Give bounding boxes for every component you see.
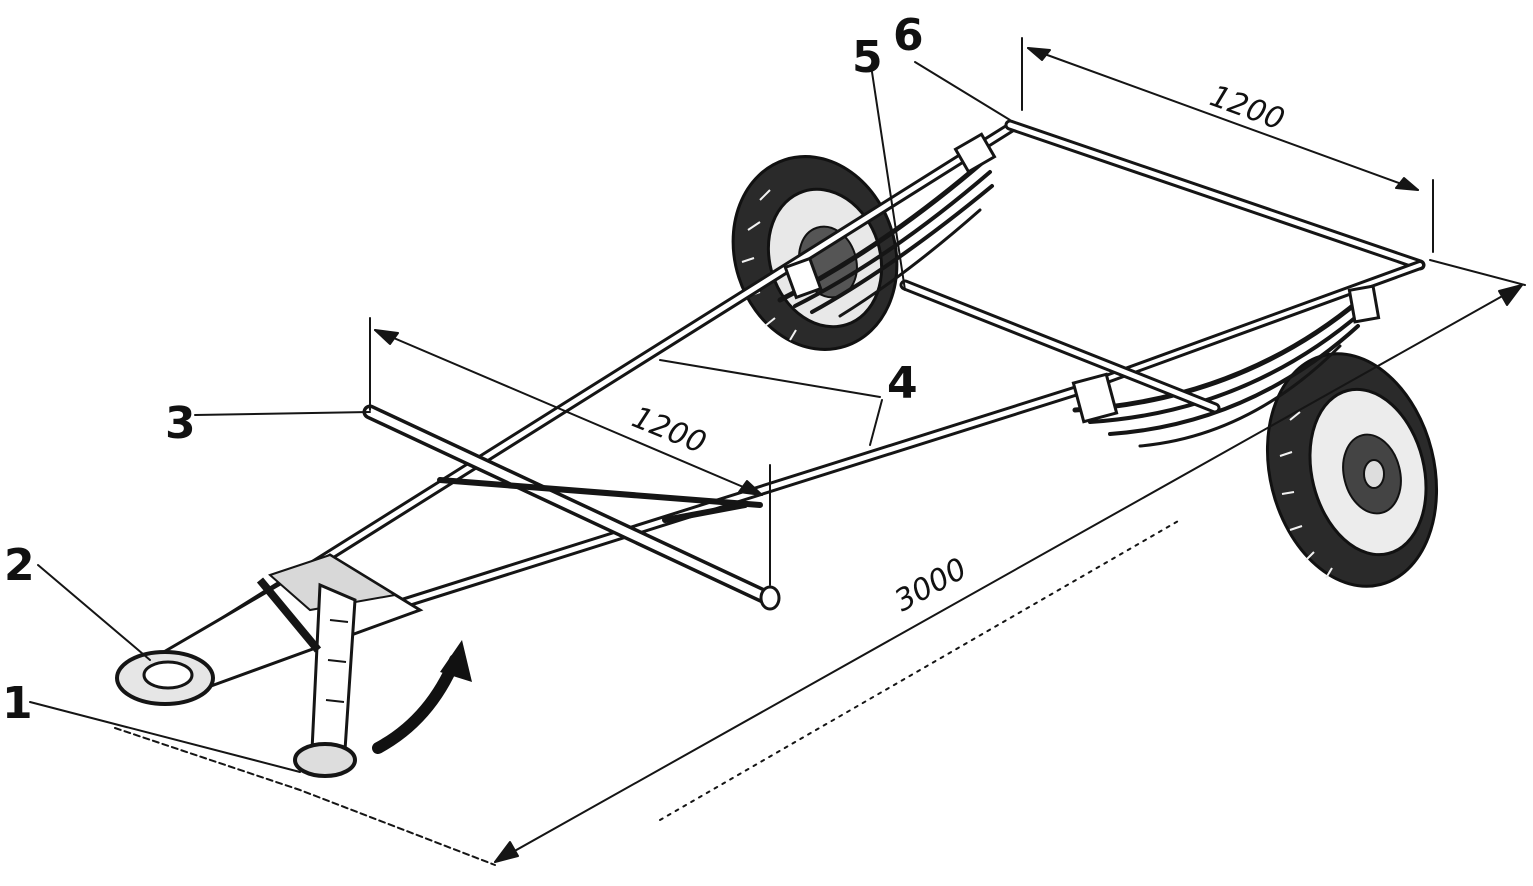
leader-4a: [659, 359, 881, 398]
part-label-5: 5: [852, 32, 883, 83]
part-label-4: 4: [887, 358, 918, 409]
tow-hitch: [115, 553, 424, 706]
part-label-6: 6: [893, 10, 924, 61]
leader-lines: [29, 61, 1011, 773]
dimension-label-length: 3000: [889, 551, 973, 619]
part-label-2: 2: [4, 540, 35, 591]
dimension-label-front-width: 1200: [627, 400, 711, 461]
leader-6: [914, 61, 1011, 121]
right-wheel: [1265, 352, 1439, 588]
leader-1: [29, 701, 301, 773]
spring-brackets: [783, 132, 1381, 424]
leader-5: [871, 71, 906, 291]
part-label-1: 1: [2, 678, 33, 729]
leader-3: [194, 411, 371, 416]
support-leg: [256, 577, 357, 778]
leader-2: [37, 564, 151, 661]
leader-4b: [869, 399, 883, 446]
raise-arrow: [372, 640, 472, 754]
ground-lines: [114, 519, 1181, 866]
dimension-lines: [369, 37, 1526, 863]
part-label-3: 3: [165, 398, 196, 449]
